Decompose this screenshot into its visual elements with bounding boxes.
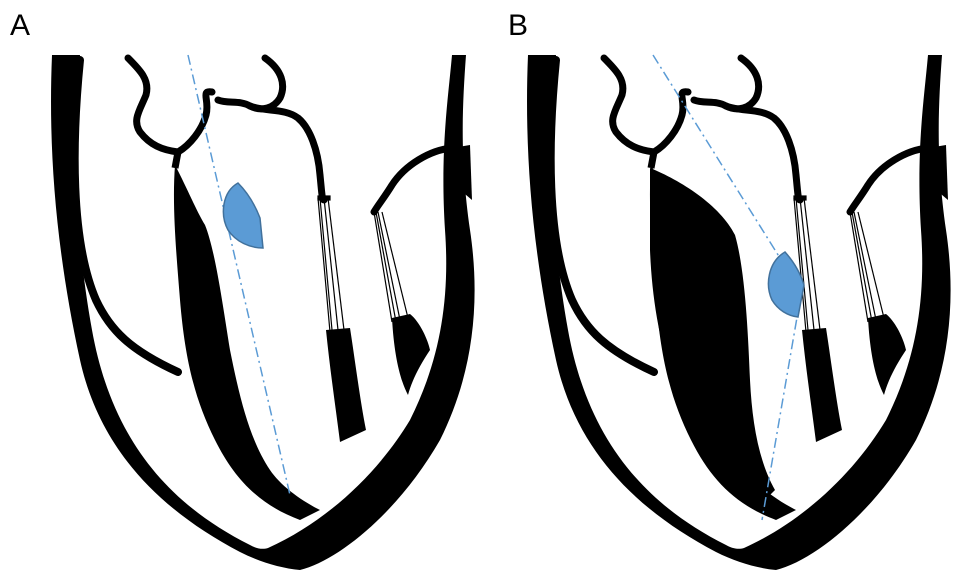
panel-b xyxy=(527,55,951,570)
panel-a xyxy=(51,55,475,570)
panel-b-axis-line-lower xyxy=(762,300,800,520)
panel-a-marker-half-disc xyxy=(223,183,263,248)
panel-b-thickened-septum xyxy=(650,168,775,505)
panel-a-heart xyxy=(51,55,475,570)
panel-b-marker-half-disc xyxy=(768,252,804,317)
